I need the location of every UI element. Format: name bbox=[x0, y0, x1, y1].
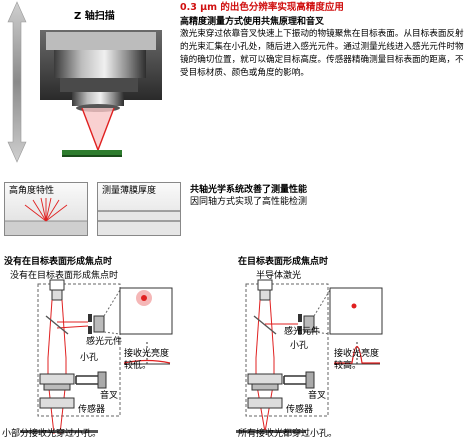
high-angle-label: 高角度特性 bbox=[9, 186, 55, 196]
right-detector-label: 传感器 bbox=[286, 405, 314, 415]
description-line: 激光束穿过依靠音叉快速上下振动的物镜聚焦在目标表面。从目标表面反射 bbox=[180, 29, 464, 39]
headline: 0.3 µm 的出色分辨率实现高精度应用 bbox=[180, 2, 344, 13]
high-angle-rays bbox=[5, 197, 87, 235]
description-line: 的光束汇集在小孔处，随后进入感光元件。通过测量光线进入感光元件时物 bbox=[180, 42, 464, 52]
right-subtitle: 半导体激光 bbox=[256, 271, 302, 281]
left-bottom-text: 小部分接收光穿过小孔。 bbox=[2, 429, 102, 439]
left-receive-text-1: 接收光亮度 bbox=[124, 349, 170, 359]
film-thickness-box: 测量薄膜厚度 bbox=[97, 182, 181, 236]
left-sensor-label: 感光元件 bbox=[86, 337, 123, 347]
right-diagram-title: 在目标表面形成焦点时 bbox=[238, 257, 329, 267]
coaxial-title: 共轴光学系统改善了测量性能 bbox=[190, 185, 308, 195]
right-confocal-diagram: 半导体激光 感光元件 小孔 接收光亮度 较高。 音叉 传感器 所有接收光都穿过小… bbox=[236, 268, 474, 441]
left-fork-label: 音叉 bbox=[100, 391, 119, 401]
left-diagram-title: 没有在目标表面形成焦点时 bbox=[4, 257, 113, 267]
description-line: 镜的确切位置，就可以确定目标高度。传感器精确测量目标表面的距离，不 bbox=[180, 55, 464, 65]
right-fork-label: 音叉 bbox=[308, 391, 327, 401]
description-line: 受目标材质、颜色或角度的影响。 bbox=[180, 68, 309, 78]
left-optics-drawing bbox=[20, 279, 173, 435]
coaxial-desc: 因同轴方式实现了高性能检测 bbox=[190, 197, 308, 207]
right-bottom-text: 所有接收光都穿过小孔。 bbox=[238, 429, 338, 439]
right-receive-text-2: 较高。 bbox=[334, 361, 362, 371]
left-receive-text-2: 较低。 bbox=[124, 361, 152, 371]
right-optics-drawing bbox=[236, 279, 383, 433]
right-pinhole-label: 小孔 bbox=[290, 341, 309, 351]
description: 激光束穿过依靠音叉快速上下振动的物镜聚焦在目标表面。从目标表面反射 的光束汇集在… bbox=[180, 28, 472, 80]
z-scan-illustration bbox=[0, 0, 180, 165]
objective-lens-photo bbox=[7, 1, 162, 163]
film-thickness-label: 测量薄膜厚度 bbox=[102, 186, 157, 196]
right-sensor-label: 感光元件 bbox=[284, 327, 321, 337]
left-subtitle: 没有在目标表面形成焦点时 bbox=[10, 271, 119, 281]
left-detector-label: 传感器 bbox=[78, 405, 106, 415]
right-receive-text-1: 接收光亮度 bbox=[334, 349, 380, 359]
left-pinhole-label: 小孔 bbox=[80, 353, 99, 363]
film-layers bbox=[98, 210, 180, 235]
z-scan-label: Z 轴扫描 bbox=[74, 11, 115, 22]
left-confocal-diagram: 没有在目标表面形成焦点时 感光元件 小孔 接收光亮度 较低。 音叉 传感器 小部… bbox=[0, 268, 236, 441]
high-angle-box: 高角度特性 bbox=[4, 182, 88, 236]
subhead: 高精度测量方式使用共焦原理和音叉 bbox=[180, 17, 325, 27]
